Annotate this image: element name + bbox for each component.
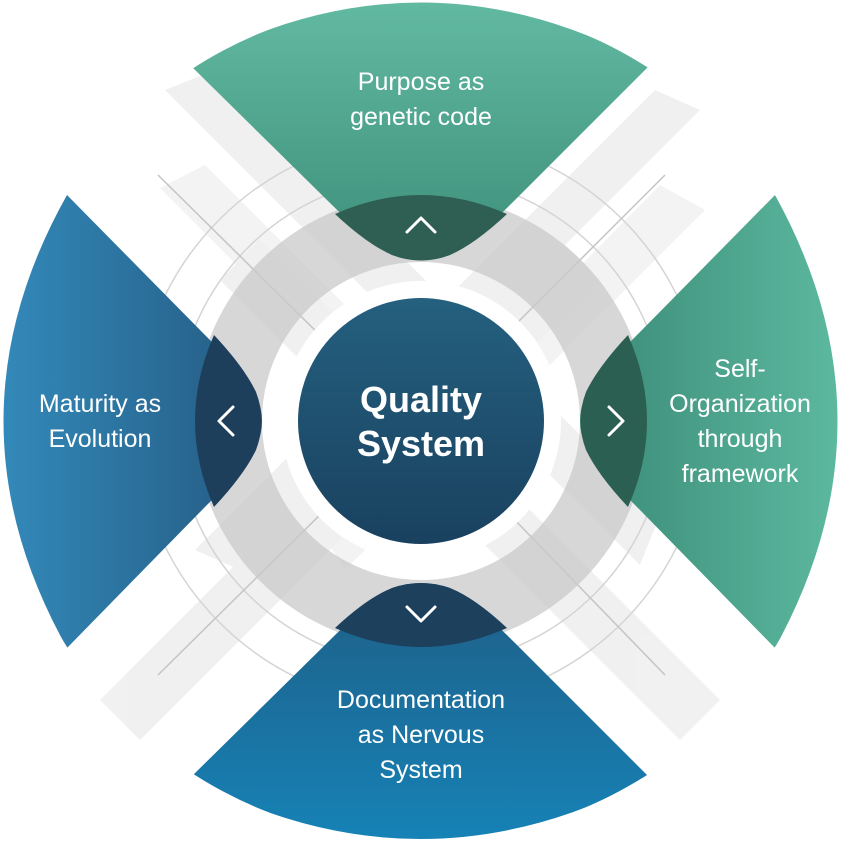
chevron-down-icon <box>405 605 437 623</box>
segment-left[interactable] <box>3 195 263 648</box>
segment-bottom[interactable] <box>190 583 650 839</box>
center-title-line1: Quality <box>360 379 482 420</box>
label-top-line1: Purpose as <box>358 68 484 96</box>
label-bottom: Documentation as Nervous System <box>337 686 505 784</box>
chevron-up-icon <box>405 216 437 234</box>
label-right-line1: Self- <box>714 355 765 383</box>
label-top-line2: genetic code <box>350 103 492 131</box>
label-left-line2: Evolution <box>49 425 152 453</box>
chevron-left-icon <box>217 405 235 437</box>
label-left: Maturity as Evolution <box>39 390 161 453</box>
label-right-line2: Organization <box>669 390 811 418</box>
label-right: Self- Organization through framework <box>669 355 811 488</box>
label-bottom-line2: as Nervous <box>358 721 484 749</box>
label-left-line1: Maturity as <box>39 390 161 418</box>
segment-top[interactable] <box>190 2 650 261</box>
label-bottom-line3: System <box>379 756 462 784</box>
center-hub[interactable]: Quality System <box>298 298 544 544</box>
label-bottom-line1: Documentation <box>337 686 505 714</box>
label-right-line4: framework <box>682 460 799 488</box>
segment-tips <box>195 195 647 647</box>
center-title-line2: System <box>357 423 485 464</box>
label-right-line3: through <box>698 425 783 453</box>
center-circle <box>298 298 544 544</box>
segment-right[interactable] <box>580 195 838 648</box>
label-top: Purpose as genetic code <box>350 68 492 131</box>
chevron-right-icon <box>607 405 625 437</box>
